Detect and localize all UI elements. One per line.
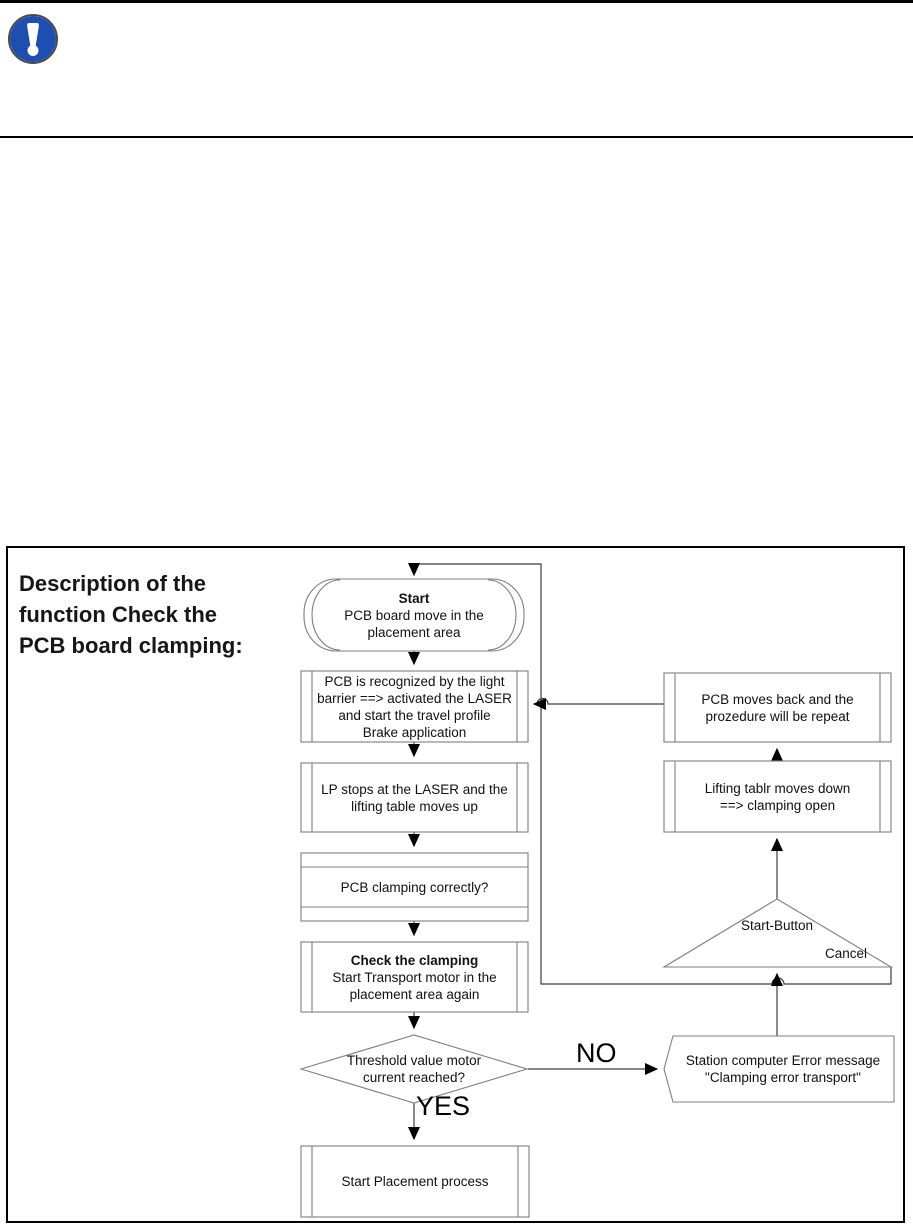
error-shape bbox=[663, 1035, 895, 1103]
node-check-clamping-body: Start Transport motor in the placement a… bbox=[332, 969, 497, 1002]
node-pcb-recognized: PCB is recognized by the light barrier =… bbox=[317, 673, 512, 740]
node-error-message: Station computer Error message "Clamping… bbox=[685, 1053, 881, 1085]
node-lp-stops: LP stops at the LASER and the lifting ta… bbox=[321, 781, 508, 814]
node-start-title: Start bbox=[398, 590, 430, 606]
flowchart-title: Description of the function Check the PC… bbox=[19, 571, 243, 658]
node-start-body: PCB board move in the placement area bbox=[344, 607, 484, 640]
placement-shape bbox=[300, 1145, 530, 1218]
label-cancel: Cancel bbox=[824, 946, 868, 961]
start-seam-right bbox=[487, 579, 517, 651]
exclamation-dot bbox=[27, 45, 39, 56]
label-yes: YES bbox=[416, 1091, 471, 1121]
question-shape bbox=[300, 852, 529, 922]
node-lifting-table-down: Lifting tablr moves down ==> clamping op… bbox=[704, 780, 851, 813]
exclamation-icon bbox=[27, 23, 39, 46]
label-start-button: Start-Button bbox=[740, 918, 814, 933]
node-start-placement: Start Placement process bbox=[341, 1174, 489, 1189]
edge-pcbback-to-recognized bbox=[532, 697, 664, 710]
start-seam-left bbox=[311, 579, 341, 651]
node-check-clamping-title: Check the clamping bbox=[350, 952, 479, 968]
node-check-clamping: Check the clamping Start Transport motor… bbox=[311, 942, 518, 1012]
decision-shape bbox=[299, 1034, 529, 1104]
lpstops-shape bbox=[300, 762, 529, 833]
node-clamping-question: PCB clamping correctly? bbox=[340, 879, 489, 895]
check-shape bbox=[300, 941, 529, 1013]
flowchart-canvas bbox=[299, 563, 895, 1218]
start-shape bbox=[303, 578, 525, 652]
node-start: Start PCB board move in the placement ar… bbox=[304, 579, 524, 651]
flowchart-panel: Description of the function Check the PC… bbox=[6, 546, 905, 1223]
node-pcb-moves-back: PCB moves back and the prozedure will be… bbox=[701, 691, 854, 724]
warning-icon bbox=[8, 14, 58, 64]
recognized-shape bbox=[300, 670, 529, 743]
top-divider bbox=[0, 0, 913, 3]
pcbback-shape bbox=[663, 672, 892, 743]
label-no: NO bbox=[576, 1038, 617, 1068]
lifting-shape bbox=[663, 760, 892, 833]
startbutton-triangle-shape bbox=[662, 898, 893, 968]
node-threshold-decision: Threshold value motor current reached? bbox=[346, 1053, 482, 1085]
section-divider bbox=[0, 136, 913, 138]
